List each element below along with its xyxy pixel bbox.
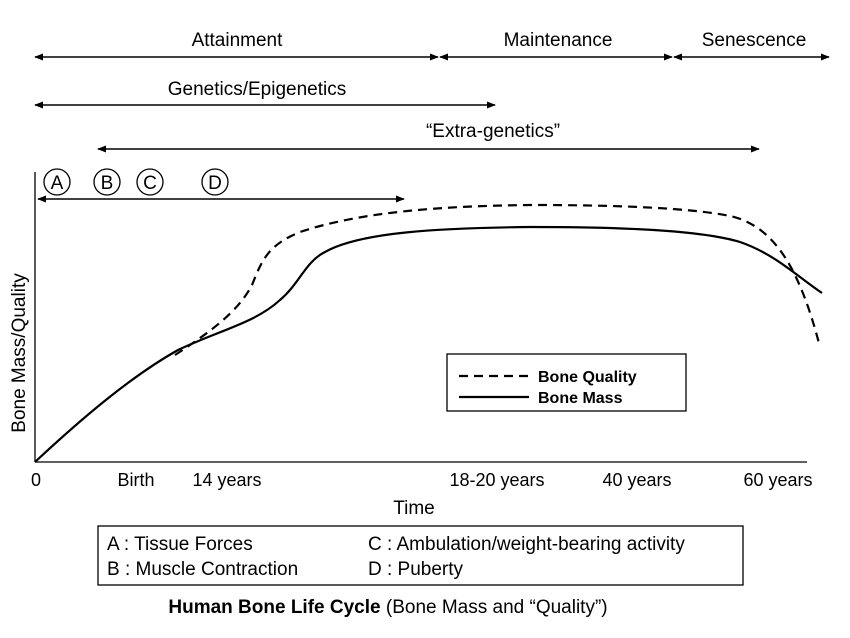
key-item-d: D : Puberty [368, 559, 464, 580]
x-tick-label-14-years: 14 years [192, 470, 261, 490]
x-tick-label-40-years: 40 years [602, 470, 671, 490]
influence-arrows: Genetics/Epigenetics “Extra-genetics” [34, 79, 760, 153]
marker-a-label: A [51, 173, 64, 194]
series-line-bone-quality [174, 203, 822, 356]
x-tick-label-0: 0 [31, 470, 41, 490]
legend-label-bone-mass: Bone Mass [538, 390, 623, 407]
marker-b-label: B [101, 173, 114, 194]
key-item-c: C : Ambulation/weight-bearing activity [368, 534, 685, 555]
marker-c-label: C [143, 173, 157, 194]
marker-b: B [93, 168, 121, 196]
period-label-attainment: Attainment [192, 30, 284, 51]
caption-bold: Human Bone Life Cycle [168, 597, 380, 618]
period-label-maintenance: Maintenance [504, 30, 613, 51]
x-axis-label: Time [393, 498, 435, 519]
x-tick-label-60-years: 60 years [743, 470, 812, 490]
key-item-a: A : Tissue Forces [107, 534, 253, 555]
key-item-b: B : Muscle Contraction [107, 559, 298, 580]
marker-a: A [43, 168, 71, 196]
period-arrows: Attainment Maintenance Senescence [34, 30, 830, 61]
legend-label-bone-quality: Bone Quality [538, 369, 637, 386]
period-label-senescence: Senescence [702, 30, 807, 51]
series-line-bone-mass [34, 225, 823, 463]
x-tick-labels: 0 Birth 14 years 18-20 years 40 years 60… [31, 470, 813, 490]
x-tick-label-birth: Birth [117, 470, 154, 490]
marker-d-label: D [208, 173, 222, 194]
legend: Bone Quality Bone Mass [446, 353, 687, 412]
influence-label-genetics: Genetics/Epigenetics [168, 79, 347, 100]
key-box: A : Tissue Forces B : Muscle Contraction… [97, 525, 744, 586]
x-tick-label-18-20-years: 18-20 years [449, 470, 544, 490]
influence-label-extra-genetics: “Extra-genetics” [426, 121, 560, 142]
key-box-border [97, 525, 744, 586]
marker-group: A B C D [37, 168, 405, 203]
marker-c: C [136, 168, 164, 196]
y-axis-label: Bone Mass/Quality [9, 273, 30, 433]
caption-rest: (Bone Mass and “Quality”) [381, 597, 608, 618]
figure-caption: Human Bone Life Cycle (Bone Mass and “Qu… [168, 597, 607, 618]
marker-d: D [201, 168, 229, 196]
legend-box [446, 353, 687, 412]
